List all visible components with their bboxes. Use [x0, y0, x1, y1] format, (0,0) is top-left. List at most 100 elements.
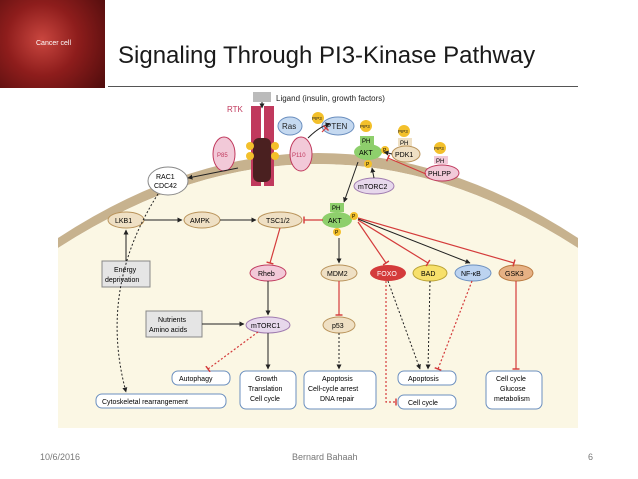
- energy-line1: Energy: [114, 267, 137, 274]
- akt-ph-center: [330, 203, 344, 212]
- logo-text: Cancer cell: [36, 40, 72, 47]
- energy-line2: deprivation: [105, 277, 139, 284]
- pi3k-p110-right: [289, 136, 313, 172]
- inhibit-akt-foxo: [357, 221, 390, 266]
- apoptosis-label: Apoptosis: [408, 376, 439, 383]
- cc2-line1: Cell cycle: [496, 376, 526, 383]
- pip3-2: [360, 120, 372, 132]
- apoptosis-arrest-box: [303, 370, 377, 410]
- gsk3-label: GSK3: [505, 271, 524, 278]
- bad-label: BAD: [421, 271, 435, 278]
- rac1-cdc42-node: [147, 166, 189, 196]
- akt-membrane-p2: [364, 160, 372, 168]
- rtk-label: RTK: [227, 105, 244, 114]
- akt-membrane-p2-label: P: [366, 162, 370, 168]
- cancer-cell-logo: Cancer cell: [0, 0, 105, 88]
- cytoskeletal-box: [95, 393, 227, 409]
- arrow-pi3k-rac1: [187, 167, 239, 180]
- cell-cycle-glucose-box: [485, 370, 543, 410]
- footer-page: 6: [588, 452, 594, 462]
- inhibit-tsc-rheb: [266, 227, 281, 265]
- rtk-p-3: [246, 152, 254, 160]
- ras-label: Ras: [282, 122, 296, 131]
- p53-label: p53: [332, 323, 344, 330]
- phlpp-label: PHLPP: [428, 171, 451, 178]
- footer-date: 10/6/2016: [40, 452, 81, 462]
- akt-center-p1-label: P: [352, 214, 356, 220]
- arrow-akt-translocate: [343, 161, 359, 203]
- akt-ph-membrane: [360, 136, 374, 145]
- rheb-label: Rheb: [258, 271, 275, 278]
- lkb1-label: LKB1: [115, 218, 132, 225]
- phlpp-ph-label: PH: [436, 159, 444, 165]
- apop1-line1: Apoptosis: [322, 376, 353, 383]
- inhibit-akt-bad: [357, 219, 431, 267]
- apop1-line3: DNA repair: [320, 396, 355, 403]
- slide-title: Signaling Through PI3-Kinase Pathway: [118, 42, 536, 69]
- nutrients-box: [145, 310, 203, 338]
- cell-cycle-label: Cell cycle: [408, 400, 438, 407]
- autophagy-label: Autophagy: [179, 376, 213, 383]
- cdc42-label: CDC42: [154, 183, 177, 190]
- cytoplasm: [58, 164, 578, 428]
- akt-membrane-label: AKT: [359, 150, 373, 157]
- pathway-arrows: [116, 102, 431, 393]
- growth-box: [239, 370, 297, 410]
- energy-deprivation-box: [101, 260, 151, 288]
- p85-left-label: P85: [217, 153, 228, 159]
- p110-right-label: P110: [292, 153, 306, 159]
- growth-line2: Translation: [248, 386, 282, 393]
- ampk-label: AMPK: [190, 218, 210, 225]
- akt-ph-membrane-label: PH: [362, 139, 370, 145]
- pip3-3: [398, 125, 410, 137]
- apoptosis-box: [397, 370, 457, 386]
- tsc12-label: TSC1/2: [266, 218, 290, 225]
- mdm2-label: MDM2: [327, 271, 348, 278]
- arrow-akt-nfkb: [357, 218, 471, 264]
- foxo-label: FOXO: [377, 271, 397, 278]
- pip3-1: [312, 112, 324, 124]
- pten-node: [321, 116, 355, 136]
- ligand-icon: [253, 92, 271, 102]
- rtk-p-4: [271, 152, 279, 160]
- akt-center-p2-label: P: [335, 230, 339, 236]
- ligand-label: Ligand (insulin, growth factors): [276, 94, 385, 103]
- pdk1-ph-label: PH: [400, 141, 408, 147]
- nutrients-line2: Amino acids: [149, 327, 188, 334]
- akt-center-label: AKT: [328, 218, 342, 225]
- pip3-3-label: PIP3: [398, 129, 408, 134]
- pdk1-ph: [398, 138, 412, 146]
- rac1-label: RAC1: [156, 174, 175, 181]
- pip3-1-label: PIP3: [312, 116, 322, 121]
- akt-center-p1: [350, 212, 358, 220]
- nfkb-node: [454, 264, 492, 282]
- foxo-node: [370, 265, 406, 281]
- apop1-line2: Cell-cycle arrest: [308, 386, 358, 393]
- ras-node: [277, 116, 303, 136]
- mtorc1-label: mTORC1: [251, 323, 281, 330]
- nfkb-label: NF-κB: [461, 271, 481, 278]
- phlpp-ph: [434, 156, 448, 164]
- pten-label: PTEN: [326, 122, 348, 131]
- arrow-pdk1-akt: [383, 150, 393, 156]
- inhibit-foxo-cellcycle: [385, 281, 397, 406]
- arrow-pi3k-pip3: [307, 122, 331, 139]
- akt-center-p2: [333, 228, 341, 236]
- nutrients-line1: Nutrients: [158, 317, 187, 324]
- akt-ph-center-label: PH: [332, 206, 340, 212]
- inhibit-akt-gsk3: [357, 217, 516, 267]
- inhibit-pten-pip3: [321, 124, 330, 133]
- cytoskeletal-label: Cytoskeletal rearrangement: [102, 399, 188, 406]
- growth-line1: Growth: [255, 376, 278, 383]
- growth-line3: Cell cycle: [250, 396, 280, 403]
- autophagy-box: [171, 370, 231, 386]
- pip3-4: [434, 142, 446, 154]
- rtk-p-1: [246, 142, 254, 150]
- rtk-core: [253, 138, 271, 182]
- arrow-rac1-cytoskeletal: [116, 193, 159, 393]
- akt-membrane: [354, 144, 382, 160]
- cc2-line3: metabolism: [494, 396, 530, 403]
- pdk1-label: PDK1: [395, 152, 413, 159]
- mtorc2-label: mTORC2: [358, 184, 388, 191]
- cell-cycle-box: [397, 394, 457, 410]
